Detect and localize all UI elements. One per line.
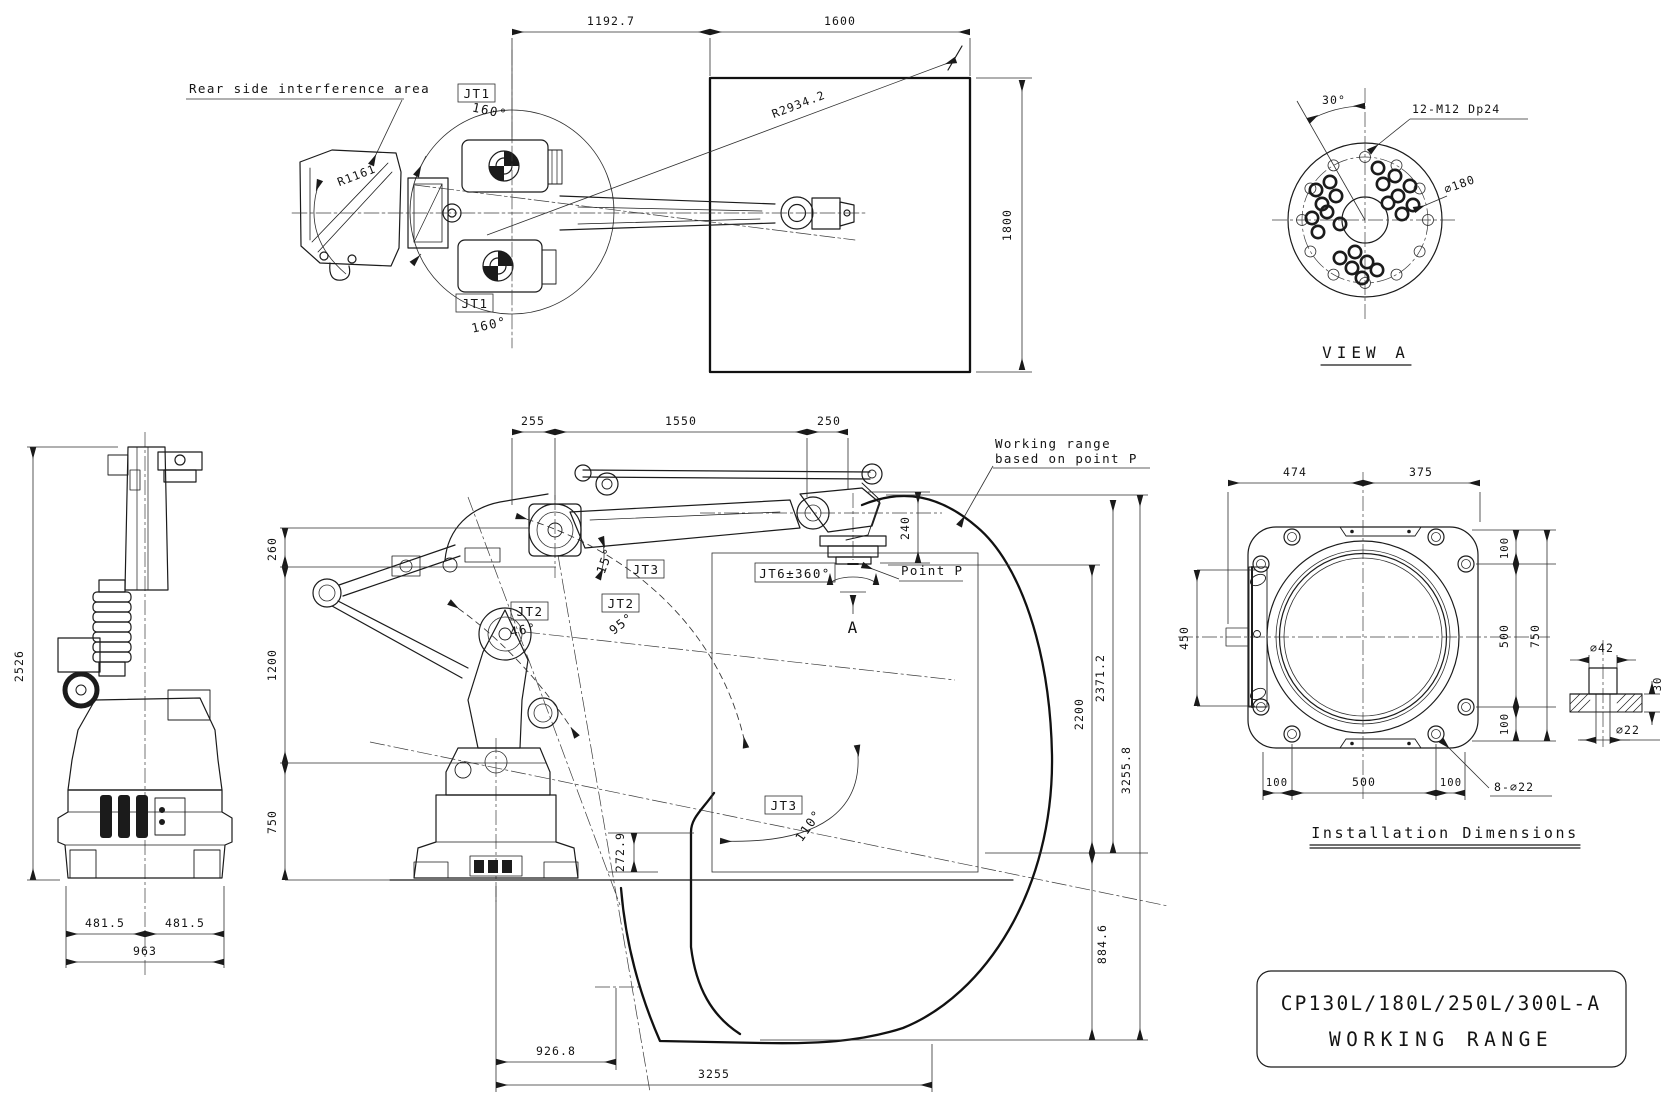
dim-474: 474	[1283, 465, 1307, 479]
bolt-note-text: 12-M12 Dp24	[1412, 102, 1500, 116]
r1161-label: R1161	[335, 162, 377, 189]
pin-detail: ⌀42 30 ⌀22	[1569, 640, 1664, 747]
dim-926-8: 926.8	[536, 1044, 576, 1058]
working-envelope-outer	[619, 494, 1054, 1045]
bolt-callout: 12-M12 Dp24	[1366, 102, 1528, 155]
installation-view: 474 375 450 100 500 100 750 100 500 100 …	[1177, 465, 1581, 849]
dim-963: 963	[133, 944, 157, 958]
top-view-dimensions: 1192.7 1600 1800	[511, 14, 1032, 373]
point-p-callout: Point P	[860, 561, 963, 582]
depth-30-label: 30	[1652, 677, 1664, 692]
title-block: CP130L/180L/250L/300L-A WORKING RANGE	[1256, 970, 1627, 1068]
dim-2200: 2200	[1072, 698, 1086, 730]
dim-100-right-bottom: 100	[1499, 713, 1511, 735]
side-envelope-rect	[711, 552, 979, 873]
jt6-label: JT6±360°	[759, 566, 830, 581]
jt1-top-angle: 160°	[471, 100, 509, 122]
installation-title: Installation Dimensions	[1311, 824, 1579, 842]
dia-180-callout: ⌀180	[1412, 172, 1477, 214]
angle-30: 30°	[1296, 93, 1366, 221]
cable-gland-rings	[1304, 160, 1421, 286]
installation-dimensions: 474 375 450 100 500 100 750 100 500 100 …	[1177, 465, 1556, 800]
view-a-arrow-label: A	[848, 618, 863, 637]
dia-42-label: ⌀42	[1590, 641, 1614, 655]
bolt-holes	[1296, 151, 1434, 289]
dim-255: 255	[521, 414, 545, 428]
rear-radius: R1161	[313, 162, 378, 275]
rear-view: 2526 481.5 481.5 963	[12, 432, 233, 978]
title-block-border	[1256, 970, 1627, 1068]
side-view: 15° JT3 JT2 46° JT2 95° JT3 110° JT6±360…	[265, 414, 1169, 1093]
view-a-title: VIEW A	[1322, 343, 1410, 362]
dim-450: 450	[1177, 626, 1191, 650]
robot-side-art	[312, 463, 887, 879]
working-envelope-inner	[689, 791, 742, 1036]
jt2-angle-46: 46°	[509, 620, 538, 639]
dim-240: 240	[898, 516, 912, 540]
reach-radius: R2934.2	[486, 45, 963, 236]
jt3-label-top: JT3	[633, 562, 660, 577]
dim-3255: 3255	[698, 1067, 730, 1081]
dim-272-9: 272.9	[613, 832, 627, 872]
title-model: CP130L/180L/250L/300L-A	[1281, 992, 1602, 1015]
jt1-bottom-angle: 160°	[470, 314, 508, 336]
dim-2371-2: 2371.2	[1093, 654, 1107, 702]
dia-180-text: ⌀180	[1442, 172, 1477, 196]
point-p-text: Point P	[901, 563, 963, 578]
side-view-dimensions: 255 1550 250 260 1200 750 240 2200 884.6…	[265, 414, 1148, 1092]
title-name: WORKING RANGE	[1329, 1028, 1553, 1051]
bolt-note-8-d22: 8-⌀22	[1494, 780, 1534, 794]
jt3-angle-15: 15°	[593, 545, 616, 575]
dim-100-bottom-left: 100	[1266, 777, 1288, 789]
rear-view-dimensions: 2526 481.5 481.5 963	[12, 446, 225, 968]
joint-labels: 15° JT3 JT2 46° JT2 95° JT3 110° JT6±360…	[509, 545, 836, 844]
dim-750: 750	[265, 810, 279, 834]
dim-100-right-top: 100	[1499, 537, 1511, 559]
dim-500-right: 500	[1497, 624, 1511, 648]
jt2-label-a: JT2	[517, 604, 544, 619]
jt1-top-label: JT1	[464, 86, 491, 101]
jt2-angle-95: 95°	[606, 609, 636, 637]
flange-tabs	[1339, 526, 1422, 749]
dim-500-bottom: 500	[1352, 775, 1376, 789]
dim-260: 260	[265, 537, 279, 561]
dim-250: 250	[817, 414, 841, 428]
working-note-line2: based on point P	[995, 451, 1138, 466]
rear-view-art	[57, 446, 233, 879]
dim-481-left: 481.5	[85, 916, 125, 930]
mounting-bolt-holes	[1252, 528, 1475, 743]
dim-1200: 1200	[265, 649, 279, 681]
working-note-line1: Working range	[995, 436, 1111, 451]
dim-1550: 1550	[665, 414, 697, 428]
connector-plate	[1225, 566, 1268, 708]
robot-plan-art	[291, 49, 869, 349]
working-range-note: Working range based on point P	[956, 436, 1150, 528]
dim-884-6: 884.6	[1095, 924, 1109, 964]
angle-30-label: 30°	[1322, 93, 1346, 107]
jt6-rotation-symbol: A	[826, 573, 880, 637]
dim-375: 375	[1409, 465, 1433, 479]
dia-22-label: ⌀22	[1616, 723, 1640, 737]
dim-100-bottom-right: 100	[1440, 777, 1462, 789]
dim-750-install: 750	[1528, 624, 1542, 648]
view-a: 30° 12-M12 Dp24 ⌀180 VIEW A	[1272, 88, 1528, 366]
rear-interference-note: Rear side interference area	[186, 81, 430, 167]
rear-note-text: Rear side interference area	[189, 81, 430, 96]
dim-481-right: 481.5	[165, 916, 205, 930]
dim-1800: 1800	[1000, 209, 1014, 241]
dim-1192-7: 1192.7	[587, 14, 635, 28]
jt3-label-bottom: JT3	[771, 798, 798, 813]
jt2-label-b: JT2	[608, 596, 635, 611]
dim-2526: 2526	[12, 650, 26, 682]
dim-1600: 1600	[824, 14, 856, 28]
top-view: 1192.7 1600 1800 R2934.2 Rear side inter…	[186, 14, 1032, 374]
r2934-label: R2934.2	[770, 88, 827, 121]
jt1-bottom-label: JT1	[462, 296, 489, 311]
dim-3255-8: 3255.8	[1119, 746, 1133, 794]
pin-section-hatch	[1569, 693, 1643, 713]
